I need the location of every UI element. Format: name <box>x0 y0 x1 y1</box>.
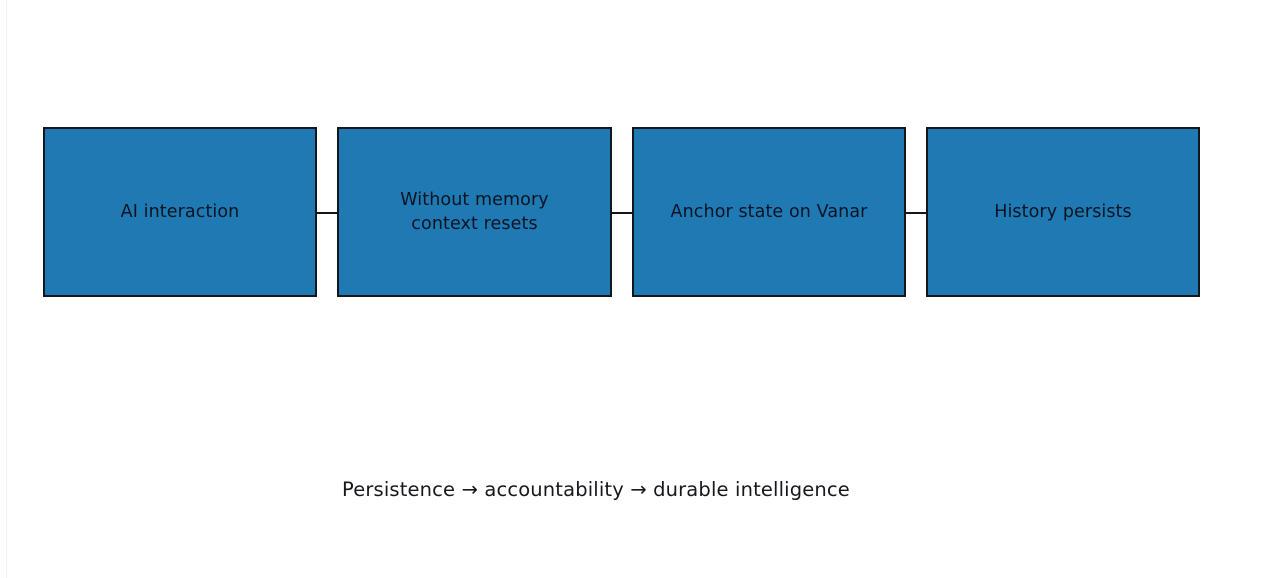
flow-node-label: AI interaction <box>120 201 240 222</box>
flow-row: AI interaction Without memory context re… <box>0 127 1280 299</box>
flow-connector-1 <box>317 212 337 214</box>
flow-connector-3 <box>906 212 926 214</box>
flow-node-label: Anchor state on Vanar <box>670 201 868 222</box>
page-edge-line <box>6 0 7 578</box>
flow-node-history-persists[interactable]: History persists <box>926 127 1200 297</box>
flow-node-ai-interaction[interactable]: AI interaction <box>43 127 317 297</box>
diagram-caption: Persistence → accountability → durable i… <box>342 478 850 501</box>
flow-connector-2 <box>612 212 632 214</box>
flow-node-anchor-state[interactable]: Anchor state on Vanar <box>632 127 906 297</box>
flow-node-label: Without memory context resets <box>400 189 549 234</box>
flow-node-label: History persists <box>994 201 1132 222</box>
flow-node-without-memory[interactable]: Without memory context resets <box>337 127 612 297</box>
